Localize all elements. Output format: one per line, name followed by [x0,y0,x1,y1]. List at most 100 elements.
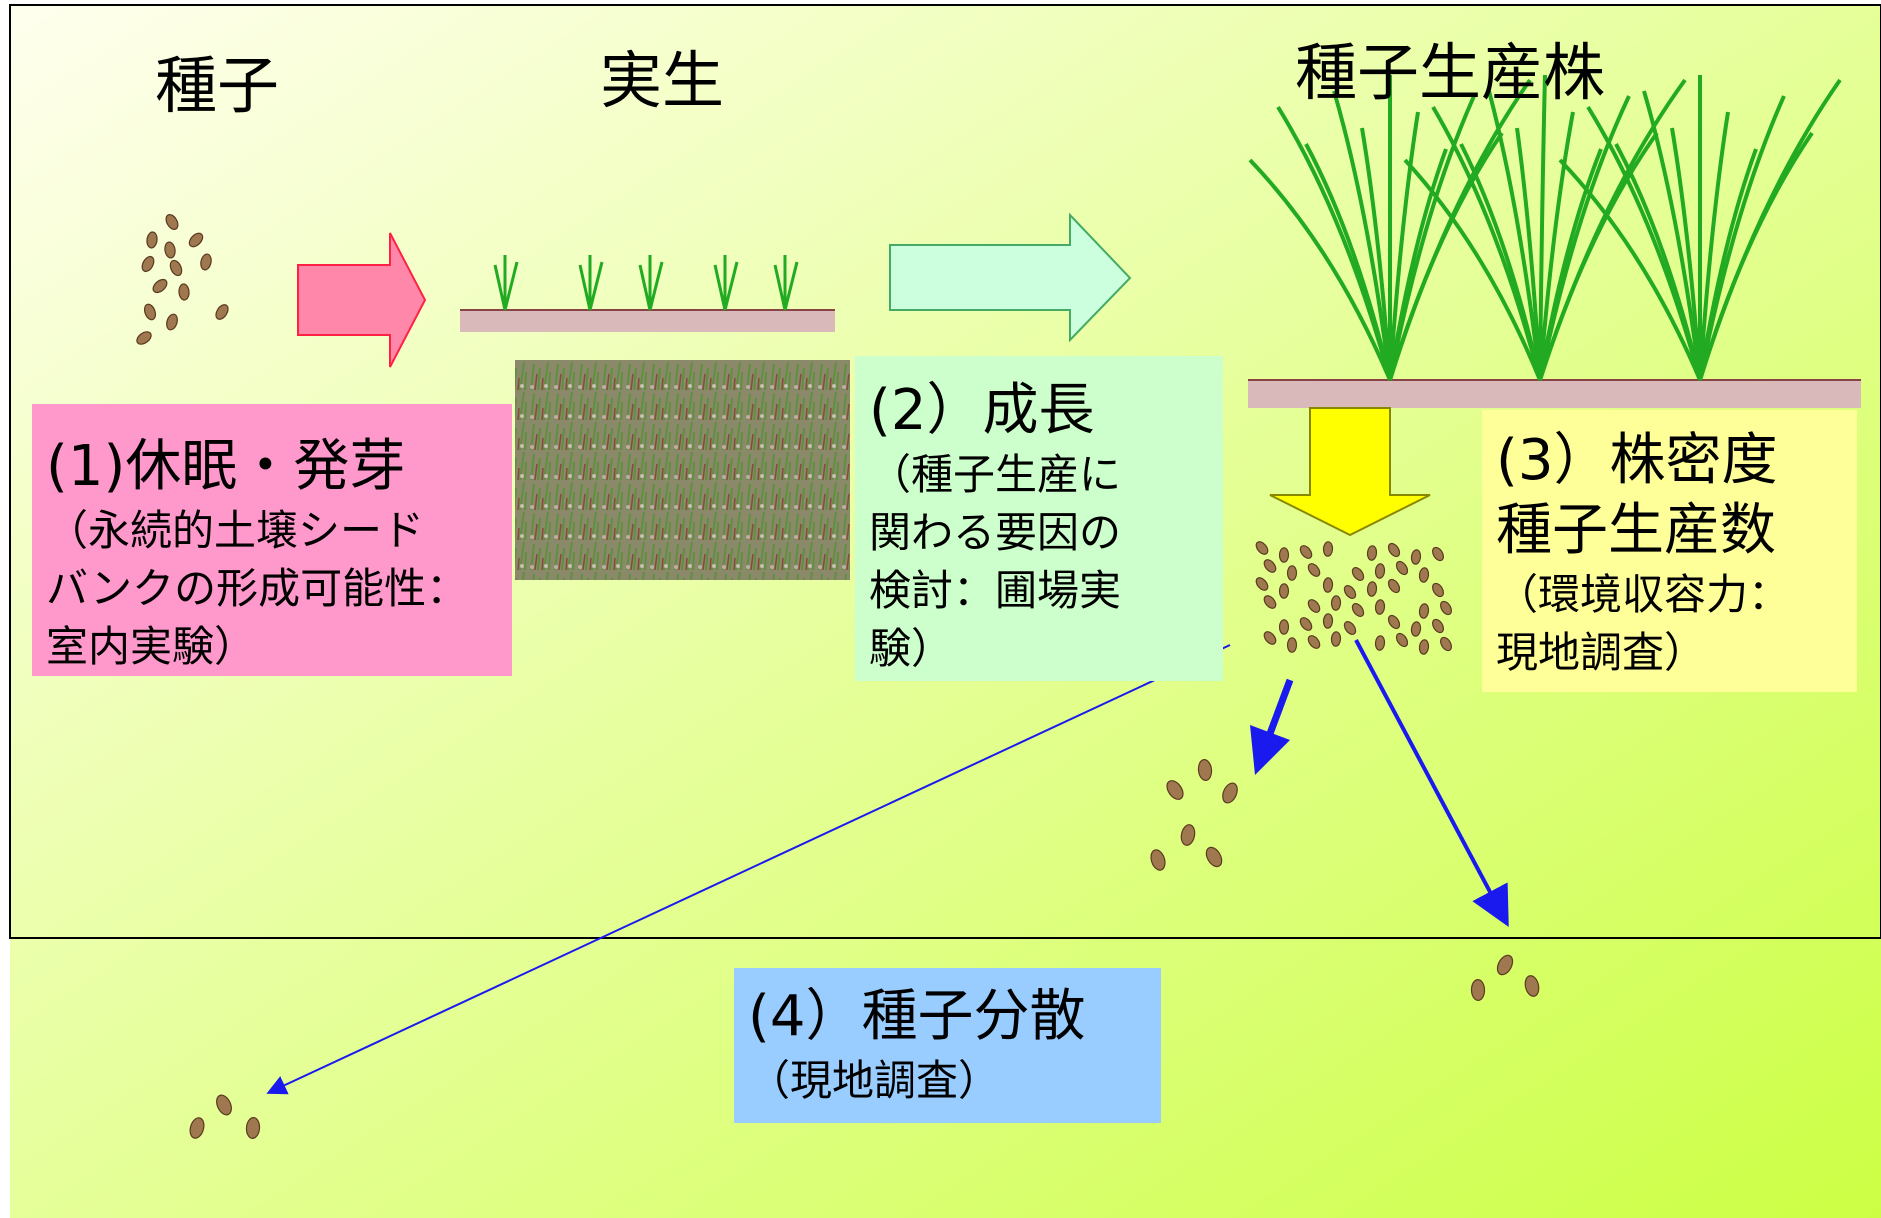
box-plant-density: (3）株密度 種子生産数 （環境収容力： 現地調査） [1482,410,1857,692]
arrow-growth-icon [889,212,1132,343]
seed-icon [1440,600,1452,616]
seed-icon [1387,578,1401,594]
seed-icon [1410,621,1422,637]
seed-icon [1263,595,1277,609]
seedling-sprouts-icon [493,255,799,311]
seed-icon [1418,639,1430,655]
box-growth: (2）成長 （種子生産に 関わる要因の 検討：圃場実 験） [855,356,1223,681]
seed-icon [1496,954,1514,976]
seed-icon [169,259,183,277]
box4-title: (4）種子分散 [748,984,1086,1049]
seed-icon [1255,577,1269,591]
seed-icon [1351,603,1365,617]
plant-soil-icon [1248,380,1861,408]
box3-title: (3）株密度 種子生産数 [1496,428,1778,563]
seed-icon [1343,585,1357,599]
seed-icon [1299,545,1313,559]
seed-icon [1197,759,1213,781]
seed-icon [245,1117,261,1139]
seed-icon [1166,780,1184,800]
seed-icon [1387,542,1401,558]
seed-icon [1322,541,1334,557]
seed-icon [1470,979,1486,1001]
seed-icon [143,303,157,321]
seed-icon [164,241,176,259]
seed-icon [1524,975,1540,997]
arrow-dormancy-icon [297,232,427,368]
seed-icon [1374,635,1386,651]
seed-icon [166,313,178,331]
seed-icon [165,214,179,230]
seed-icon [1307,563,1321,577]
seed-icon [1322,613,1334,629]
box3-body: （環境収容力： 現地調査） [1496,570,1791,677]
seed-icon [1263,631,1277,645]
seed-icon [152,278,168,294]
heading-seed: 種子 [155,49,280,122]
seed-icon [1278,547,1290,563]
seed-icon [1432,618,1444,634]
seed-icon [178,283,190,301]
seed-icon [1299,617,1313,631]
box2-body: （種子生産に 関わる要因の 検討：圃場実 験） [869,450,1122,673]
seed-icon [1374,563,1386,579]
seed-icon [1374,599,1386,615]
heading-seedling: 実生 [600,44,725,117]
seed-icon [1150,849,1166,871]
heading-seed-production-plant: 種子生産株 [1295,36,1606,109]
box2-title: (2）成長 [869,378,1095,443]
upper-frame [9,4,1881,939]
seed-icon [1395,560,1409,576]
box-seed-dispersal: (4）種子分散 （現地調査） [734,968,1161,1123]
seed-icon [1432,546,1444,562]
seed-icon [136,331,152,345]
seed-icon [188,232,204,248]
seed-icon [1366,581,1378,597]
seedling-soil-icon [460,310,835,332]
arrow-seed-fall-icon [1269,407,1431,537]
seed-icon [1330,631,1342,647]
seed-icon [1286,565,1298,581]
seed-icon [1278,619,1290,635]
seed-icon [1351,567,1365,581]
dispersed-seeds-icon [189,759,1540,1139]
seed-icon [189,1117,205,1139]
dispersal-arrow-short-head [1250,725,1290,775]
falling-seeds-icon [1255,541,1452,655]
seed-icon [1180,824,1196,846]
seed-icon [1418,567,1430,583]
seed-icon [1222,782,1238,804]
seed-icon [1255,541,1269,555]
seed-icon [1343,621,1357,635]
seed-icon [215,304,229,320]
seed-icon [1410,549,1422,565]
seed-icon [1263,559,1277,573]
seed-icon [1205,846,1223,868]
box4-body: （現地調査） [748,1056,1001,1105]
seed-icon [146,231,158,249]
seed-cluster-icon [136,214,229,345]
seedling-photo [515,360,850,580]
seed-icon [1440,636,1452,652]
seed-icon [1432,582,1444,598]
seed-icon [1278,583,1290,599]
seed-icon [1366,545,1378,561]
seed-icon [200,253,212,271]
seed-icon [216,1094,232,1116]
dispersal-arrow-right [1354,639,1509,928]
seed-icon [1387,614,1401,630]
seed-icon [1286,637,1298,653]
box-dormancy-germination: (1)休眠・発芽 （永続的土壌シード バンクの形成可能性： 室内実験） [32,404,512,676]
seed-icon [1322,577,1334,593]
seed-producing-plants-icon [1248,74,1842,381]
seed-icon [1307,599,1321,613]
seed-icon [1307,635,1321,649]
box1-body: （永続的土壌シード バンクの形成可能性： 室内実験） [46,506,469,671]
dispersal-arrow-long [266,644,1231,1095]
seed-icon [141,255,155,273]
seed-icon [1418,603,1430,619]
seed-icon [1330,595,1342,611]
box1-title: (1)休眠・発芽 [46,434,406,499]
seed-icon [1395,632,1409,648]
